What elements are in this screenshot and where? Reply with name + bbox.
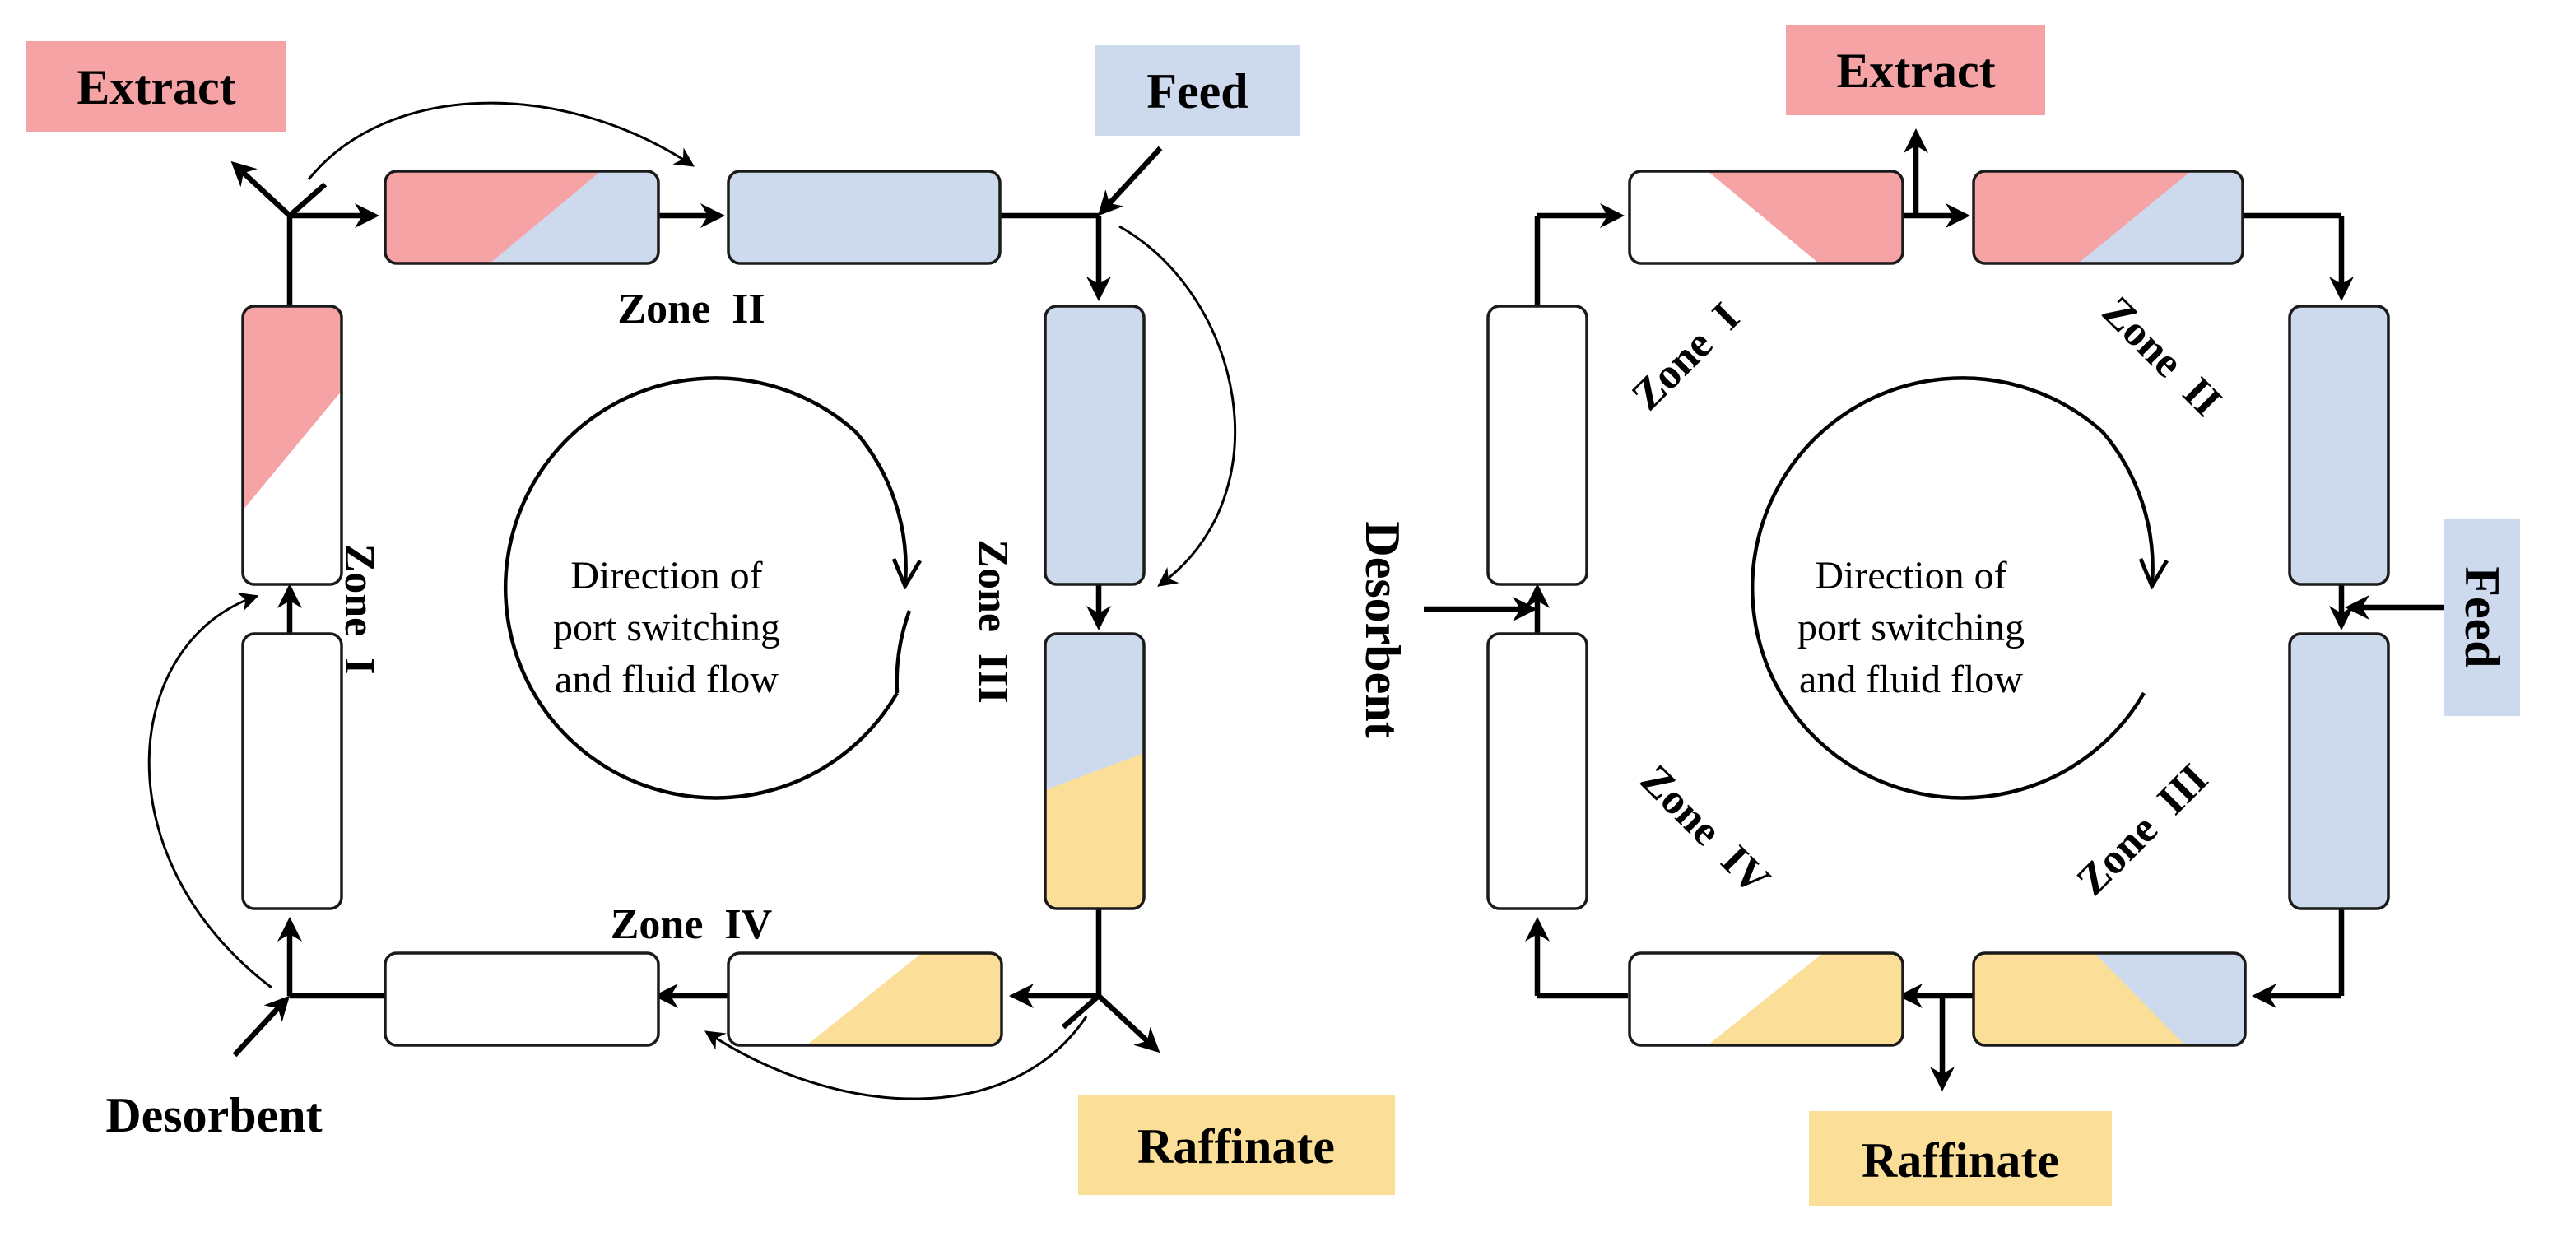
left-direction-circle xyxy=(504,376,909,800)
left-column-right-2 xyxy=(1044,632,1146,910)
right-extract-box xyxy=(1786,25,2045,115)
right-pipes xyxy=(1424,128,2457,1091)
right-extract-label: Extract xyxy=(1836,44,1995,98)
left-column-top-2 xyxy=(727,170,1002,265)
right-column-top-1 xyxy=(1628,170,1904,265)
right-zone-4-label: Zone IV xyxy=(1631,756,1779,904)
left-column-left-2 xyxy=(241,305,343,586)
left-extract-port: Extract xyxy=(26,41,286,132)
right-caption-line-1: Direction of xyxy=(1815,554,2006,598)
right-extract-port: Extract xyxy=(1786,25,2045,115)
right-raffinate-label: Raffinate xyxy=(1862,1133,2059,1188)
left-extract-label: Extract xyxy=(77,60,235,114)
left-feed-label: Feed xyxy=(1146,64,1248,119)
left-raffinate-port: Raffinate xyxy=(1078,1095,1395,1195)
left-pipes xyxy=(230,146,1163,1058)
left-zone-1-label: Zone I xyxy=(336,544,383,675)
left-zone-4-label: Zone IV xyxy=(611,901,772,948)
right-feed-label: Feed xyxy=(2455,566,2509,667)
left-caption-line-2: port switching xyxy=(553,606,780,649)
left-column-bottom-1 xyxy=(727,951,1003,1047)
left-zone-3-label: Zone III xyxy=(969,539,1016,703)
left-feed-port: Feed xyxy=(1095,45,1300,136)
left-column-top-1 xyxy=(384,170,660,265)
left-columns xyxy=(241,170,1146,1047)
left-caption-line-1: Direction of xyxy=(570,554,762,598)
right-desorbent-label: Desorbent xyxy=(1355,521,1410,737)
left-extract-box xyxy=(26,41,286,132)
left-zone-2-label: Zone II xyxy=(617,286,765,333)
right-zone-1-label: Zone I xyxy=(1623,294,1749,420)
left-caption-line-3: and fluid flow xyxy=(555,658,779,701)
right-column-left-1 xyxy=(1486,632,1588,910)
right-caption-line-2: port switching xyxy=(1797,606,2025,649)
right-feed-port: Feed xyxy=(2444,519,2520,716)
right-caption-line-3: and fluid flow xyxy=(1799,658,2023,701)
right-diagram: Direction of port switching and fluid fl… xyxy=(1355,25,2520,1206)
left-column-left-1 xyxy=(241,632,343,910)
right-zone-3-label: Zone III xyxy=(2068,756,2217,905)
right-column-bottom-2 xyxy=(1628,951,1904,1047)
right-raffinate-port: Raffinate xyxy=(1809,1111,2112,1206)
left-feed-box xyxy=(1095,45,1300,136)
left-raffinate-box xyxy=(1078,1095,1395,1195)
right-feed-box xyxy=(2444,519,2520,716)
left-raffinate-label: Raffinate xyxy=(1137,1119,1335,1174)
right-direction-circle xyxy=(1751,376,2152,800)
left-column-right-1 xyxy=(1044,305,1146,586)
right-column-right-1 xyxy=(2288,305,2390,586)
left-desorbent-label: Desorbent xyxy=(105,1088,322,1142)
right-column-left-2 xyxy=(1486,305,1588,586)
left-switch-arrows xyxy=(147,101,1236,1100)
left-diagram: Direction of port switching and fluid fl… xyxy=(26,41,1395,1195)
right-columns xyxy=(1486,170,2390,1047)
right-raffinate-box xyxy=(1809,1111,2112,1206)
right-column-bottom-1 xyxy=(1972,951,2247,1047)
right-column-right-2 xyxy=(2288,632,2390,910)
left-column-bottom-2 xyxy=(384,951,660,1047)
right-zone-2-label: Zone II xyxy=(2093,288,2230,426)
right-column-top-2 xyxy=(1972,170,2244,265)
